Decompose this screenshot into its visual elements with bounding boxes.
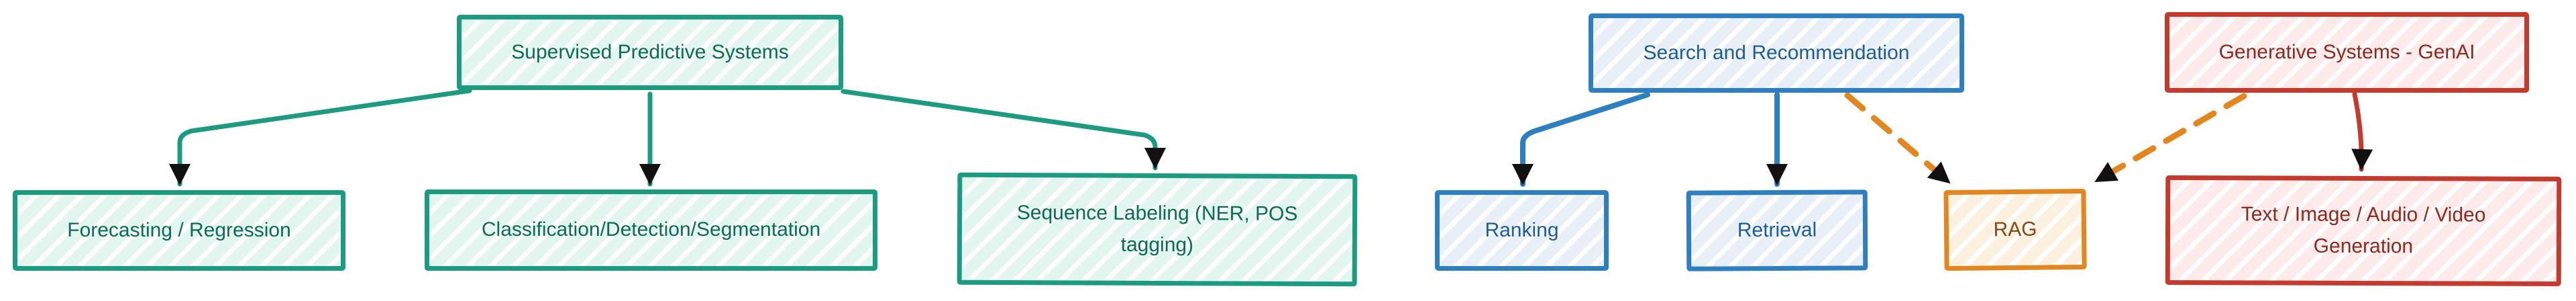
node-label: Text / Image / Audio / Video Generation xyxy=(2241,203,2486,257)
node-label: Retrieval xyxy=(1737,218,1817,242)
node-label: Sequence Labeling (NER, POS tagging) xyxy=(1016,202,1298,256)
node-label: Supervised Predictive Systems xyxy=(511,40,789,63)
edge-generative-to-rag xyxy=(2092,93,2247,185)
edge-supervised-to-forecasting xyxy=(169,88,472,187)
node-label: Generative Systems - GenAI xyxy=(2218,40,2475,63)
node-forecasting-regression: Forecasting / Regression xyxy=(13,190,345,271)
node-sequence-labeling: Sequence Labeling (NER, POS tagging) xyxy=(957,172,1358,287)
node-supervised-predictive-systems: Supervised Predictive Systems xyxy=(457,15,843,90)
node-label: Forecasting / Regression xyxy=(67,218,291,241)
node-label: Search and Recommendation xyxy=(1643,41,1910,64)
edge-supervised-to-sequence xyxy=(841,89,1166,171)
node-rag: RAG xyxy=(1943,188,2087,271)
node-text-image-audio-video-generation: Text / Image / Audio / Video Generation xyxy=(2165,175,2562,287)
node-ranking: Ranking xyxy=(1435,190,1609,271)
node-label: Classification/Detection/Segmentation xyxy=(481,218,821,241)
node-generative-systems-genai: Generative Systems - GenAI xyxy=(2165,12,2529,93)
node-retrieval: Retrieval xyxy=(1686,189,1868,271)
node-label: RAG xyxy=(1993,218,2037,241)
edge-generative-to-generation xyxy=(2351,91,2373,172)
node-classification-detection-segmentation: Classification/Detection/Segmentation xyxy=(425,189,877,271)
edge-search-to-rag xyxy=(1844,92,1953,186)
node-label: Ranking xyxy=(1485,218,1559,241)
edge-search-to-ranking xyxy=(1512,92,1650,187)
node-search-and-recommendation: Search and Recommendation xyxy=(1589,13,1964,93)
